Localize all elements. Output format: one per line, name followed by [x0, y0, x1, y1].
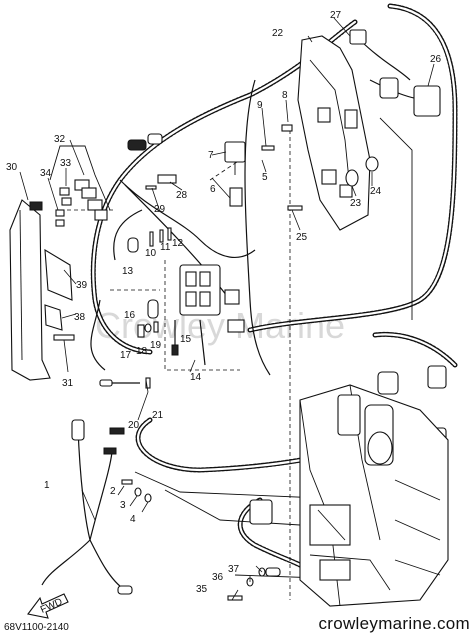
part-31-clip[interactable]	[53, 334, 75, 373]
callout-34: 34	[40, 168, 52, 179]
callout-20: 20	[128, 420, 140, 431]
source-site: crowleymarine.com	[318, 614, 470, 633]
part-20-sensor[interactable]	[99, 379, 140, 387]
callout-18: 18	[136, 346, 148, 357]
part-37-nut[interactable]	[258, 567, 281, 577]
callout-10: 10	[145, 248, 157, 259]
part-9-screw[interactable]	[261, 145, 275, 151]
callout-31: 31	[62, 378, 74, 389]
callout-33: 33	[60, 158, 72, 169]
part-1-ground-cable[interactable]	[41, 419, 133, 595]
callout-39: 39	[76, 280, 88, 291]
callout-11: 11	[160, 242, 171, 253]
part-4-nut[interactable]	[144, 493, 152, 503]
callout-9: 9	[257, 100, 263, 111]
callout-26: 26	[430, 54, 442, 65]
part-34-terminal[interactable]	[55, 209, 65, 227]
part-15-junction-box[interactable]	[179, 264, 245, 333]
callout-36: 36	[212, 572, 224, 583]
part-30-electrical-cover[interactable]	[9, 199, 51, 381]
fwd-arrow-icon: FWD	[27, 593, 69, 619]
part-32-relay-assembly[interactable]	[49, 145, 111, 221]
part-wire-top-left[interactable]	[113, 209, 143, 261]
callout-29: 29	[154, 204, 166, 215]
callout-27: 27	[330, 10, 342, 21]
fwd-label: FWD	[39, 597, 64, 616]
part-10-bolt[interactable]	[149, 231, 154, 247]
main-wire-harness	[90, 3, 458, 568]
part-23-grommet[interactable]	[345, 169, 359, 187]
callout-5: 5	[262, 172, 268, 183]
part-39-bracket[interactable]	[44, 248, 73, 301]
part-24-grommet[interactable]	[365, 156, 379, 172]
part-14-cable[interactable]	[171, 319, 206, 366]
callout-32: 32	[54, 134, 66, 145]
part-26-sensor[interactable]	[379, 77, 441, 117]
callout-19: 19	[150, 340, 162, 351]
callout-12: 12	[172, 238, 184, 249]
part-7-relay[interactable]	[224, 141, 246, 175]
callout-24: 24	[370, 186, 382, 197]
callout-35: 35	[196, 584, 208, 595]
part-connector-lower-mid[interactable]	[249, 499, 273, 525]
callout-30: 30	[6, 162, 18, 173]
callout-38: 38	[74, 312, 86, 323]
part-29-screw[interactable]	[145, 185, 157, 190]
part-17-screw[interactable]	[137, 324, 145, 338]
callout-23: 23	[350, 198, 362, 209]
part-27-coupler[interactable]	[349, 29, 367, 45]
part-12-nut[interactable]	[167, 227, 172, 241]
part-18-washer[interactable]	[144, 323, 152, 333]
part-13-plug[interactable]	[127, 237, 139, 253]
part-33-relay[interactable]	[59, 187, 72, 206]
part-3-washer[interactable]	[134, 487, 142, 497]
part-21-bolt[interactable]	[145, 377, 151, 389]
part-11-collar[interactable]	[159, 229, 164, 243]
reference-code: 68V1100-2140	[4, 622, 69, 633]
part-35-bolt[interactable]	[227, 595, 243, 601]
callout-7: 7	[208, 150, 214, 161]
callout-15: 15	[180, 334, 192, 345]
callout-21: 21	[152, 410, 164, 421]
part-38-plate[interactable]	[44, 304, 63, 331]
part-19-bolt[interactable]	[153, 321, 159, 333]
callout-4: 4	[130, 514, 136, 525]
callout-2: 2	[110, 486, 116, 497]
part-25-bolt[interactable]	[287, 205, 303, 211]
callout-28: 28	[176, 190, 188, 201]
callout-13: 13	[122, 266, 134, 277]
callout-3: 3	[120, 500, 126, 511]
callout-17: 17	[120, 350, 132, 361]
part-28-holder[interactable]	[157, 174, 177, 184]
part-8-clip[interactable]	[281, 124, 293, 132]
callout-14: 14	[190, 372, 202, 383]
part-connector-right-upper[interactable]	[427, 365, 447, 389]
part-connector-mid[interactable]	[377, 371, 399, 395]
callout-labels: 1 2 3 4 5 6 7 8 9 10 11 12 13 14 15 16 1…	[6, 10, 442, 595]
part-16-fuse[interactable]	[147, 299, 159, 319]
callout-22: 22	[272, 28, 284, 39]
callout-8: 8	[282, 90, 288, 101]
part-2-bolt[interactable]	[121, 479, 133, 485]
callout-leaders	[19, 17, 435, 601]
callout-6: 6	[210, 184, 216, 195]
callout-25: 25	[296, 232, 308, 243]
engine-block	[299, 384, 449, 607]
part-clip-top[interactable]	[127, 133, 163, 151]
callout-1: 1	[44, 480, 50, 491]
callout-16: 16	[124, 310, 136, 321]
callout-37: 37	[228, 564, 240, 575]
part-6-connector[interactable]	[229, 187, 243, 207]
